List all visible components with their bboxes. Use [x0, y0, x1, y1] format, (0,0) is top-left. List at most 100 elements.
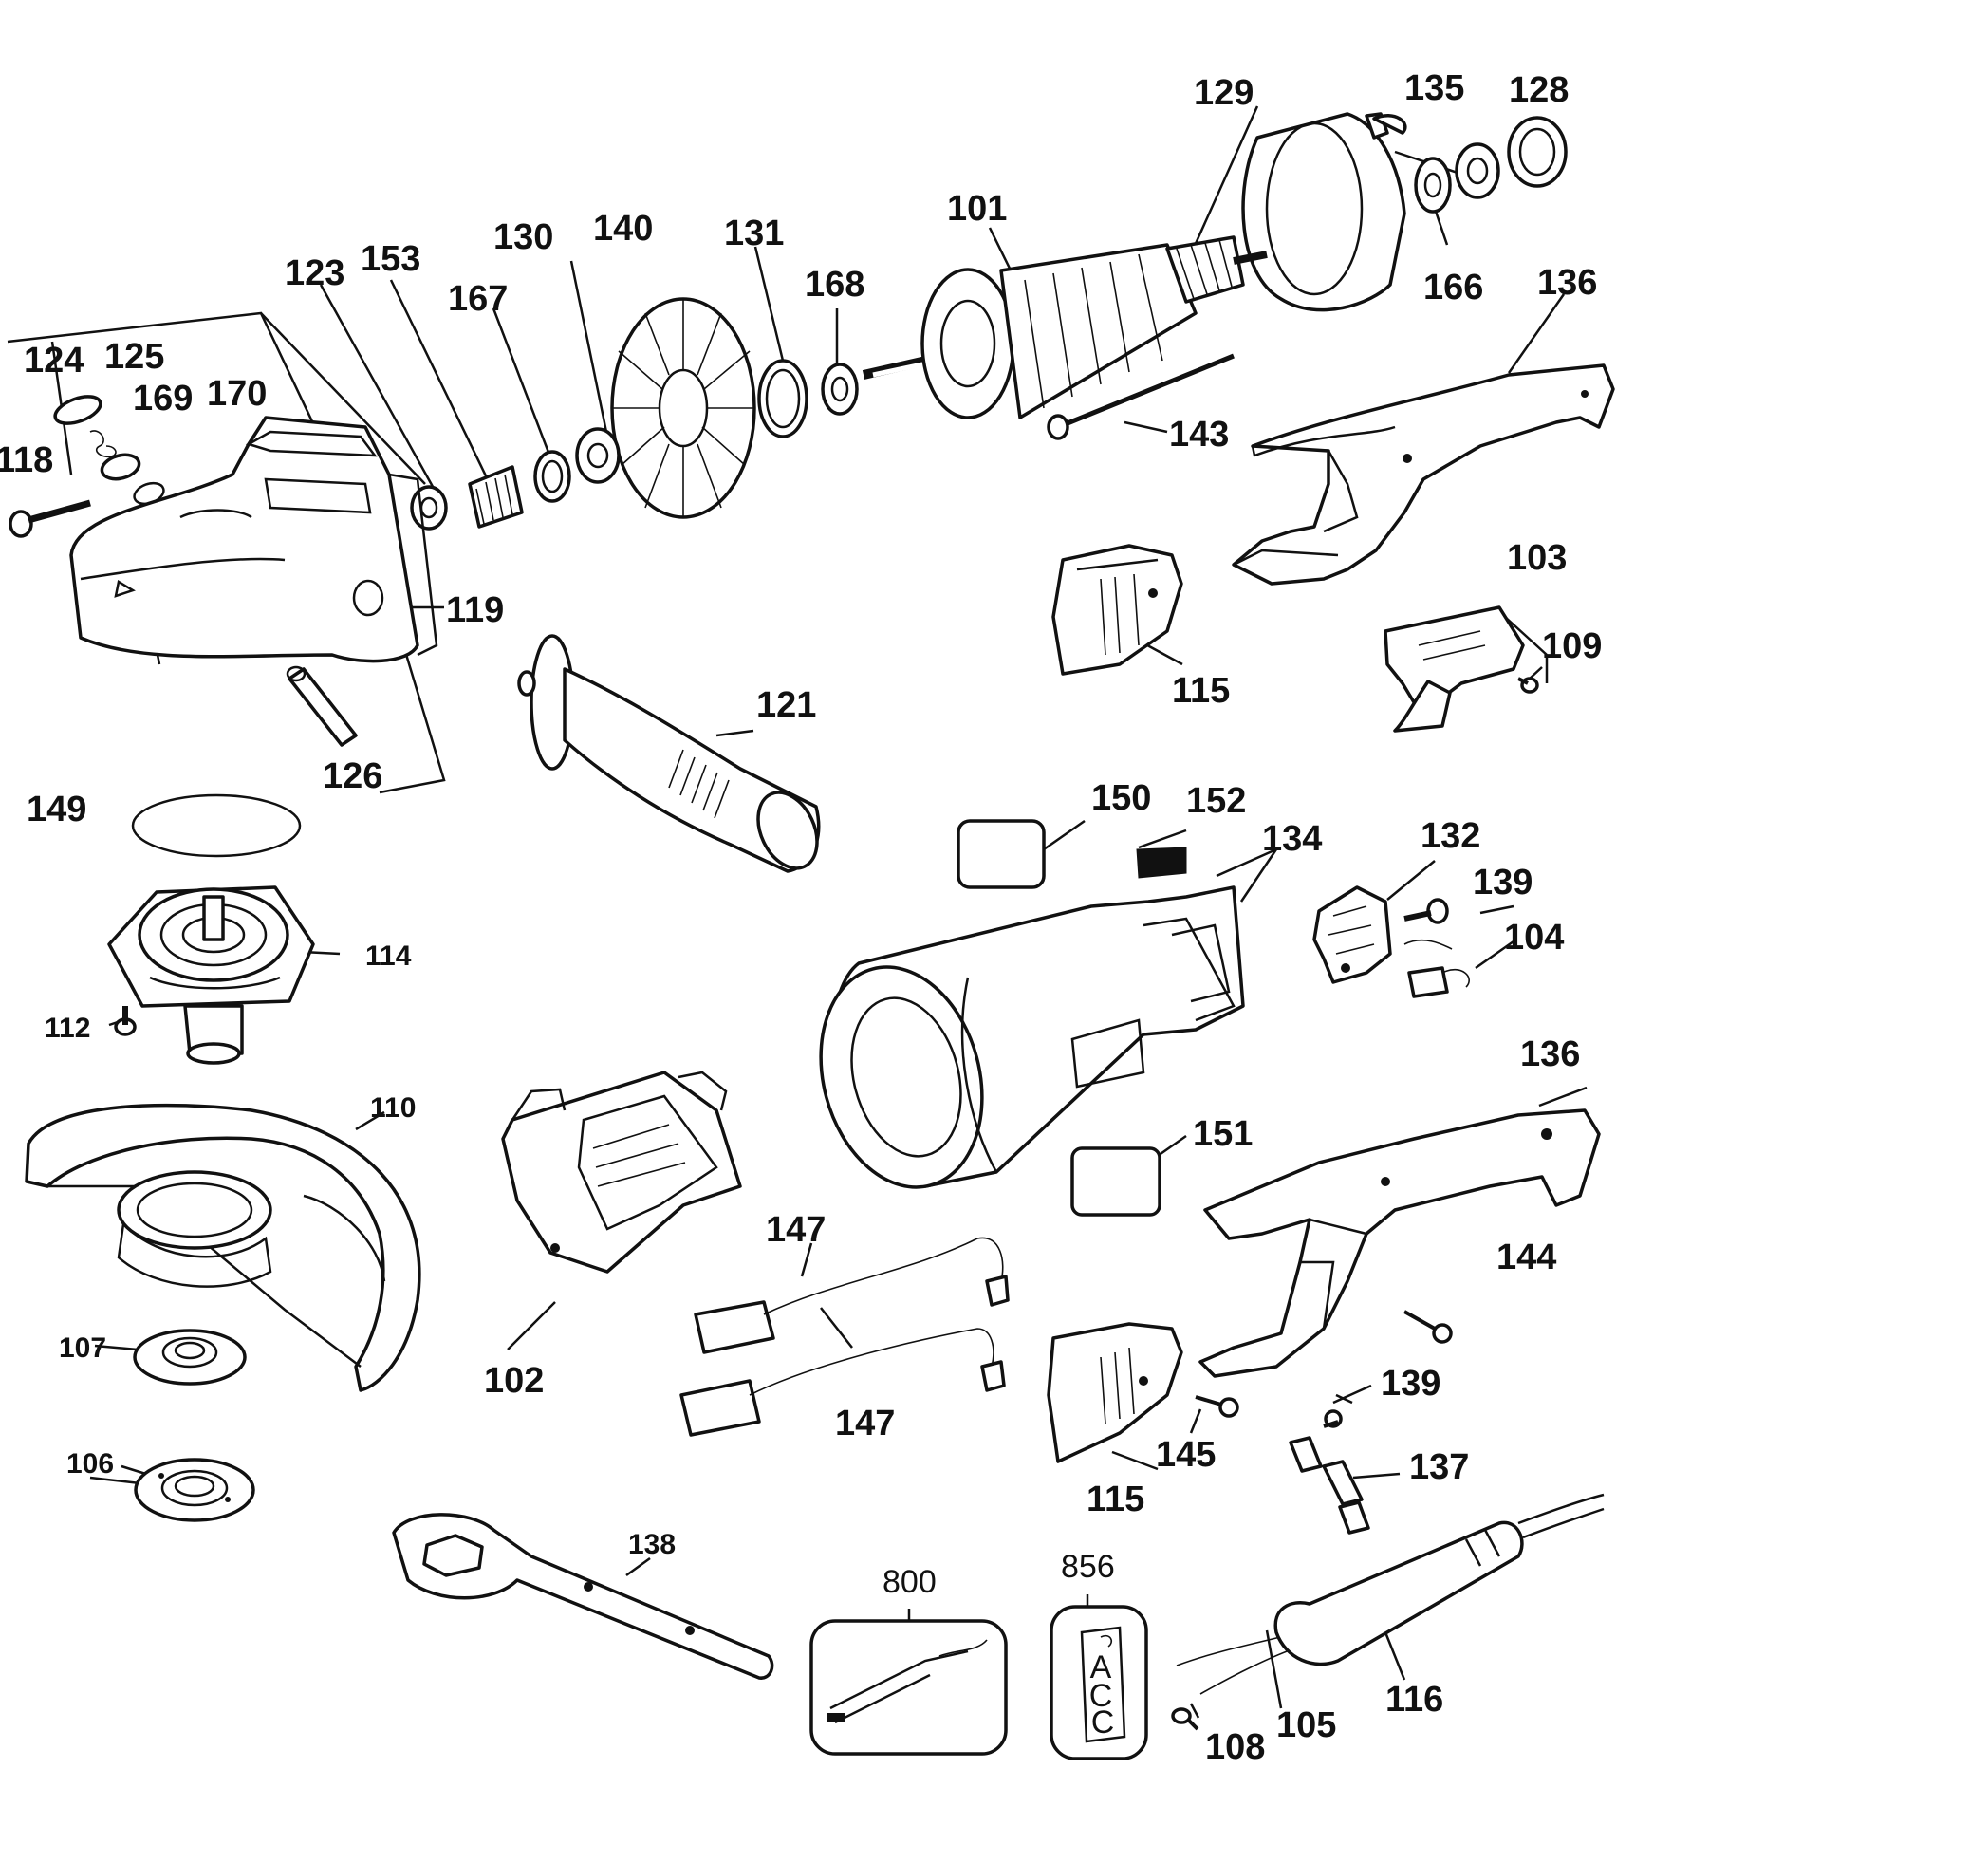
- screw-112: [114, 1006, 137, 1036]
- label-800: 800: [883, 1564, 937, 1600]
- label-128: 128: [1509, 70, 1569, 110]
- label-150: [957, 819, 1046, 889]
- pin-126: [286, 665, 358, 747]
- label-153: 153: [361, 239, 420, 279]
- screw-109: [1517, 677, 1539, 694]
- gear-case-119: [69, 416, 438, 663]
- label-131: 131: [724, 214, 784, 253]
- terminal-108: [1171, 1707, 1199, 1731]
- screw-118: [9, 499, 91, 538]
- label-135: 135: [1404, 68, 1464, 108]
- label-136a: 136: [1537, 263, 1597, 303]
- label-147a: 147: [766, 1210, 826, 1250]
- label-151: 151: [1193, 1114, 1253, 1154]
- screw-139a: [1403, 898, 1449, 924]
- label-116: 116: [1385, 1680, 1443, 1720]
- tag-letter-1: A: [1090, 1649, 1112, 1685]
- label-119: 119: [446, 590, 504, 630]
- switch-103: [1384, 605, 1525, 733]
- label-170: 170: [207, 374, 267, 414]
- nut-106: [134, 1458, 255, 1522]
- label-150: 150: [1091, 778, 1151, 818]
- label-139a: 139: [1473, 863, 1533, 903]
- label-115a: 115: [1172, 671, 1230, 711]
- o-ring-149: [131, 793, 302, 858]
- end-cap-129: [1241, 112, 1407, 312]
- label-107: 107: [59, 1332, 106, 1364]
- side-handle-121: [517, 634, 821, 873]
- label-105: 105: [1276, 1705, 1336, 1745]
- label-143: 143: [1169, 415, 1229, 455]
- label-136b: 136: [1520, 1034, 1580, 1074]
- screw-144: [1403, 1310, 1453, 1344]
- gear-housing-114: [107, 885, 315, 1065]
- screw-145: [1195, 1395, 1239, 1418]
- motor-housing-134: [819, 885, 1245, 1189]
- label-101: 101: [947, 189, 1007, 229]
- label-132: 132: [1421, 816, 1480, 856]
- label-102: 102: [484, 1361, 544, 1401]
- tag-text-856: A C C: [1089, 1649, 1115, 1741]
- wheel-guard-110: [25, 1103, 421, 1392]
- label-125: 125: [104, 337, 164, 377]
- cord-116: [1273, 1493, 1605, 1666]
- kit-800: [809, 1619, 1008, 1756]
- label-138: 138: [628, 1529, 676, 1560]
- wrench-138: [392, 1513, 774, 1680]
- label-147b: 147: [835, 1404, 895, 1443]
- brush-104: [1403, 940, 1470, 998]
- label-139b: 139: [1381, 1364, 1440, 1404]
- clip-137: [1289, 1436, 1370, 1535]
- label-856: 856: [1061, 1549, 1115, 1585]
- handle-half-136b: [1198, 1108, 1601, 1378]
- label-129: 129: [1194, 73, 1254, 113]
- label-108: 108: [1205, 1727, 1265, 1767]
- armature-101: [862, 235, 1268, 419]
- label-118: 118: [0, 440, 53, 480]
- tag-letter-3: C: [1091, 1704, 1115, 1741]
- label-149: 149: [27, 790, 86, 829]
- label-112: 112: [45, 1013, 90, 1044]
- part-labels: 129 135 128 166 136 101 140 131 168 130 …: [0, 68, 1602, 1767]
- label-114: 114: [365, 940, 412, 972]
- tag-letter-2: C: [1089, 1678, 1113, 1714]
- label-109: 109: [1542, 626, 1602, 666]
- label-103: 103: [1507, 538, 1567, 578]
- bearing-130: [575, 427, 621, 484]
- gear-case-small-parts: [53, 395, 165, 506]
- label-130: 130: [493, 217, 553, 257]
- label-137: 137: [1409, 1447, 1469, 1487]
- label-169: 169: [133, 379, 193, 419]
- label-110: 110: [370, 1092, 416, 1124]
- block-152: [1136, 847, 1187, 879]
- kit-856: [1050, 1605, 1148, 1760]
- screw-139b: [1323, 1409, 1343, 1428]
- tie-rod-143: [1047, 353, 1235, 440]
- pinion-153: [410, 465, 524, 531]
- label-104: 104: [1504, 918, 1564, 958]
- ring-167: [533, 450, 571, 503]
- label-134: 134: [1262, 819, 1322, 859]
- label-145: 145: [1156, 1435, 1216, 1475]
- label-166: 166: [1423, 268, 1483, 307]
- label-123: 123: [285, 253, 344, 293]
- field-coil-102: [501, 1071, 742, 1274]
- label-168: 168: [805, 265, 864, 305]
- label-140: 140: [593, 209, 653, 249]
- brush-wires-147: [679, 1237, 1010, 1437]
- cover-115a: [1051, 544, 1183, 676]
- brush-holder-132: [1312, 885, 1392, 984]
- label-106: 106: [66, 1448, 114, 1480]
- label-115b: 115: [1087, 1480, 1144, 1519]
- label-126: 126: [323, 756, 382, 796]
- label-124: 124: [24, 341, 84, 381]
- bearing-parts: [1414, 116, 1568, 214]
- flange-107: [133, 1329, 247, 1386]
- washers: [757, 359, 859, 438]
- cover-115b: [1047, 1322, 1183, 1463]
- fan-140: [610, 297, 756, 519]
- label-167: 167: [448, 279, 508, 319]
- label-121: 121: [756, 685, 816, 725]
- handle-half-136a: [1232, 363, 1615, 586]
